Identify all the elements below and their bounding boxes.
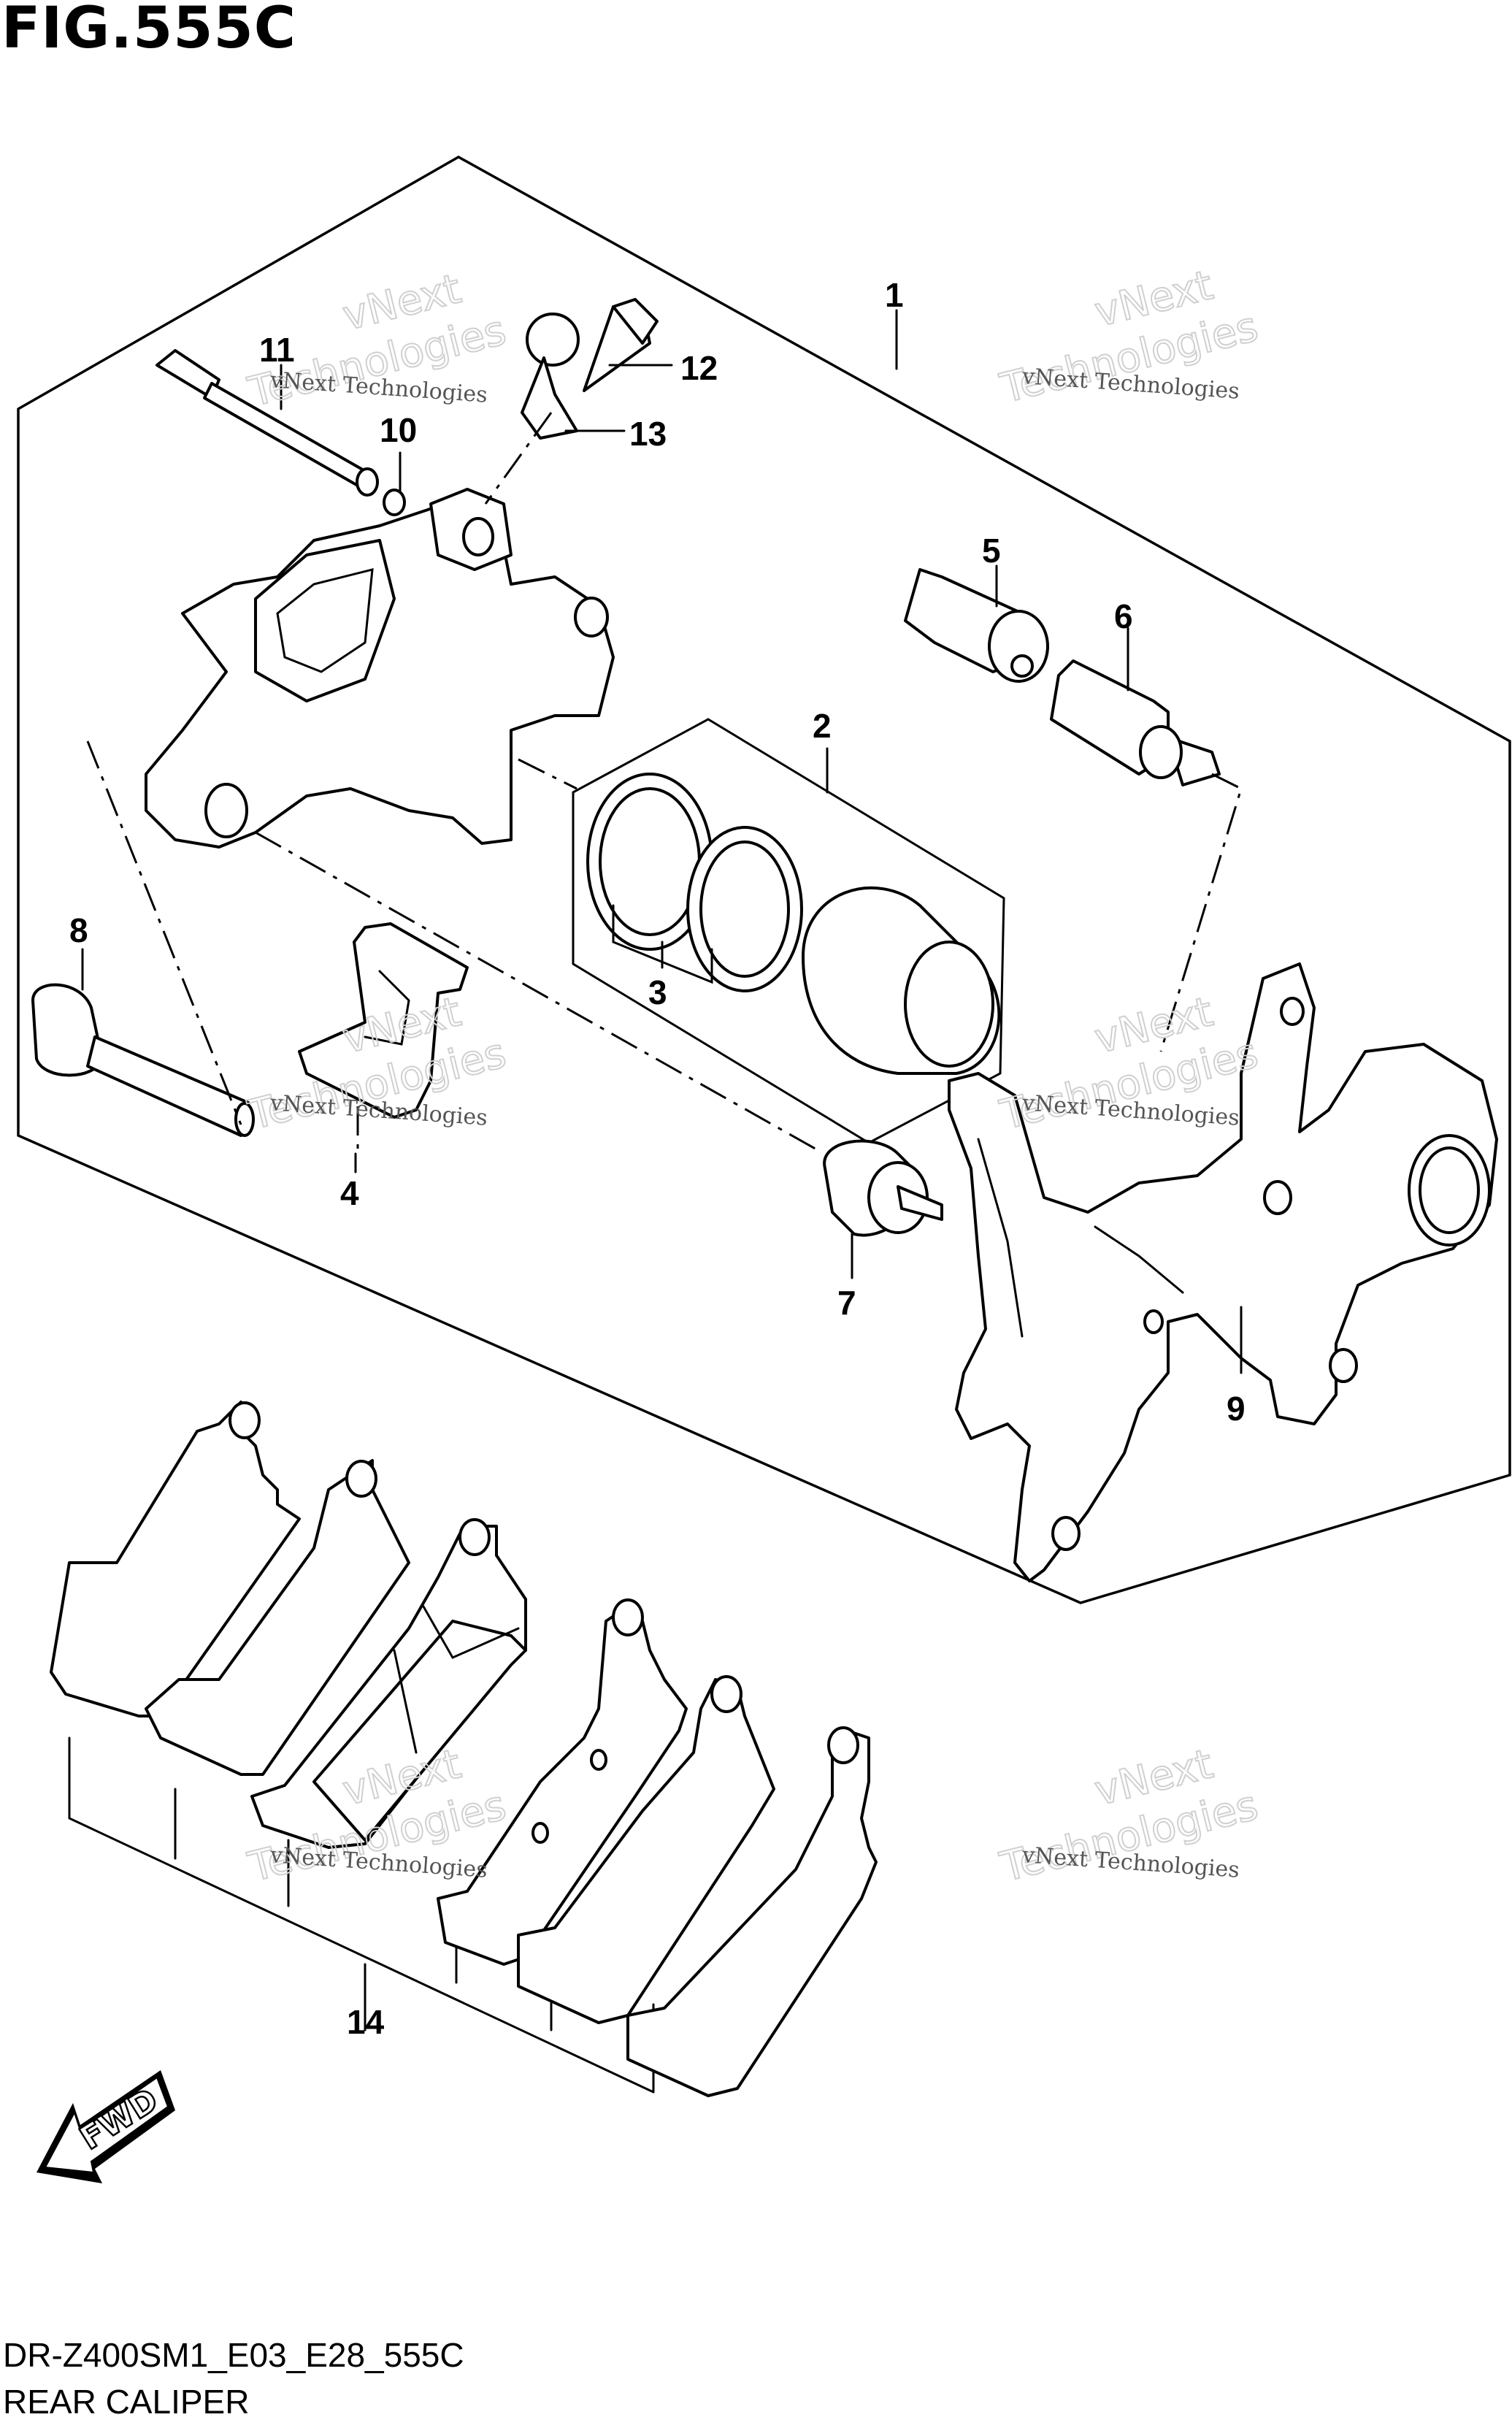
bleeder-centerline [484,412,553,505]
callout-7: 7 [837,1284,856,1322]
caliper-bracket [948,962,1498,1582]
callout-5: 5 [982,532,1001,570]
diagram-name: REAR CALIPER [3,2383,250,2421]
boot [823,1139,943,1237]
piston-assembly [572,718,1005,1144]
callout-8: 8 [69,911,88,949]
leader-lines [81,309,1243,2031]
caliper-pin [31,983,255,1137]
assembly-centerline [255,831,818,1152]
callout-9: 9 [1227,1390,1246,1428]
pin-bolt [156,349,379,497]
figure-title: FIG.555C [1,0,297,61]
callout-4: 4 [340,1174,359,1212]
callout-13: 13 [629,415,667,453]
pin-centerline [86,740,242,1125]
callout-14: 14 [347,2003,385,2041]
fwd-arrow-icon: FWD [37,2070,175,2183]
diagram-code: DR-Z400SM1_E03_E28_555C [3,2336,464,2374]
pad-spring [298,922,469,1119]
slide-pin [1050,659,1221,786]
bleeder-valve [521,298,659,440]
sleeve [904,568,1049,683]
callout-10: 10 [380,411,417,449]
callout-6: 6 [1114,597,1133,635]
callout-2: 2 [813,707,832,745]
caliper-body [145,488,615,849]
brake-pads [50,1401,878,2097]
callout-11: 11 [259,331,295,369]
assembly-frame [17,155,1511,1604]
callout-1: 1 [885,276,904,314]
piston-centerline [518,758,577,790]
slide-pin-centerline [1159,773,1243,1052]
callout-12: 12 [680,349,718,387]
callout-3: 3 [648,973,667,1011]
washer [383,489,406,516]
